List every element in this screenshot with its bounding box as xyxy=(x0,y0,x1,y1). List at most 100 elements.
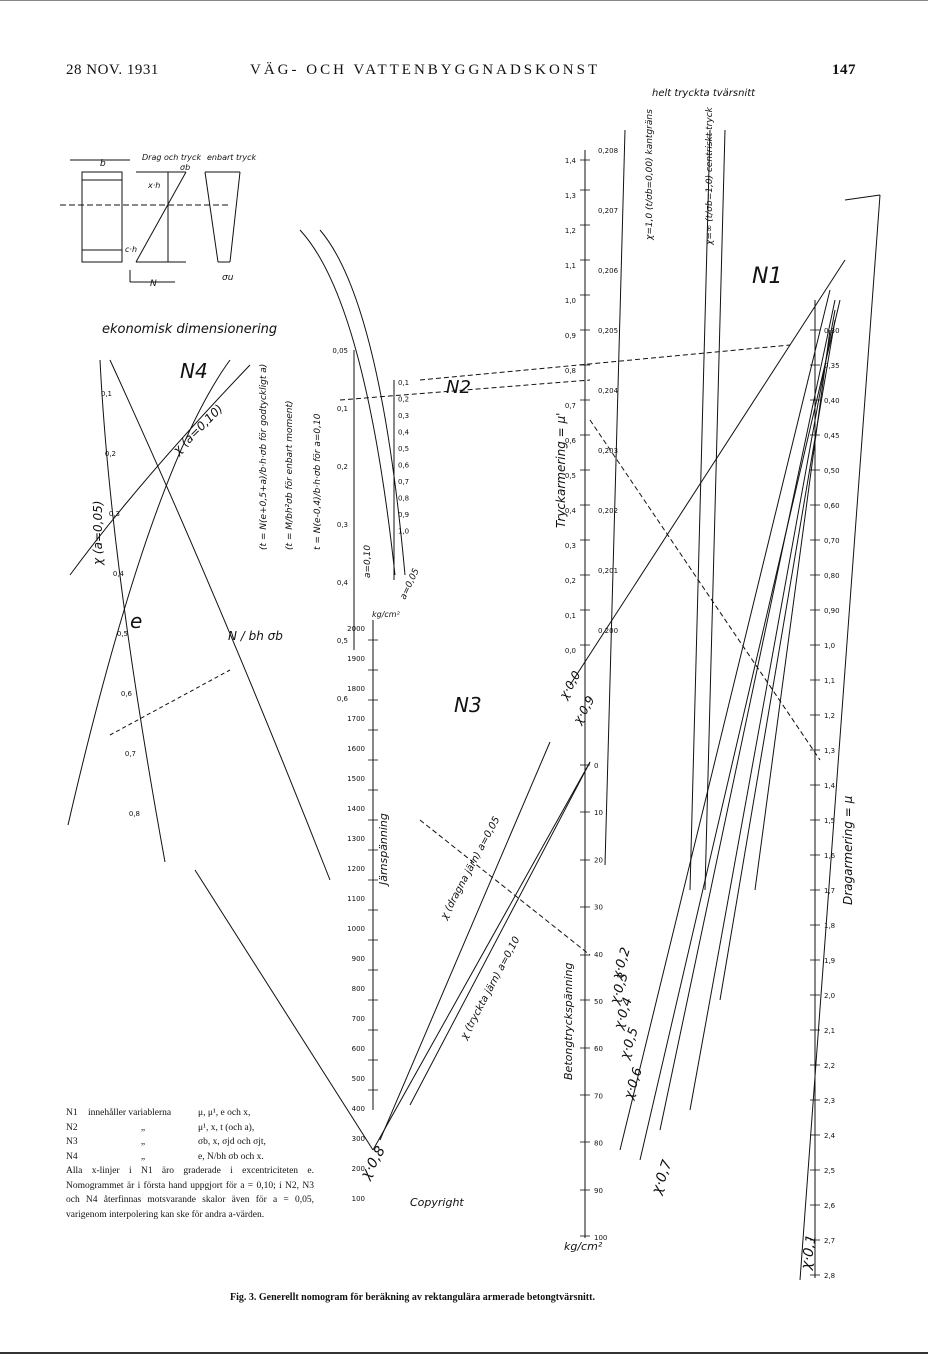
dragarmering-tick-label: 0,50 xyxy=(824,467,840,475)
dragarmering-tick-label: 1,9 xyxy=(824,957,835,965)
dragarmering-tick-label: 1,0 xyxy=(824,642,835,650)
label-chi-01: χ·0,1 xyxy=(798,1233,820,1271)
kantgrans-tick-label: 0,200 xyxy=(598,627,618,635)
label-n-bh-sigma: N / bh σb xyxy=(228,629,283,643)
n2-right-tick-label: 0,3 xyxy=(398,412,409,420)
jarn-tick-label: 1700 xyxy=(347,715,365,723)
note-line-n3: N3 „ σb, x, σjd och σjt, xyxy=(66,1135,314,1150)
dragarmering-tick-label: 2,4 xyxy=(824,1132,836,1140)
jarn-tick-label: 300 xyxy=(352,1135,365,1143)
jarn-tick-label: 100 xyxy=(352,1195,365,1203)
dragarmering-tick-label: 0,90 xyxy=(824,607,840,615)
label-jarnspanning: Järnspänning xyxy=(377,813,390,887)
dragarmering-tick-label: 2,3 xyxy=(824,1097,835,1105)
tick-labels: 1,41,31,21,11,00,90,80,70,60,50,40,30,20… xyxy=(101,147,840,1280)
betong-tick-label: 60 xyxy=(594,1045,603,1053)
n2-left-tick-label: 0,1 xyxy=(337,405,348,413)
n4-tick-label: 0,8 xyxy=(129,810,140,818)
n2-right-tick-label: 0,8 xyxy=(398,495,409,503)
jarn-tick-label: 1500 xyxy=(347,775,365,783)
label-centriskt: χ=∞ (t/σb=1,0) centriskt tryck xyxy=(705,106,715,246)
n4-tick-label: 0,4 xyxy=(113,570,125,578)
jarn-tick-label: 1100 xyxy=(347,895,365,903)
dragarmering-tick-label: 2,7 xyxy=(824,1237,835,1245)
n3-scales xyxy=(194,620,591,1238)
label-chi-09: χ·0,9 xyxy=(570,694,598,728)
kantgrans-tick-label: 0,206 xyxy=(598,267,619,275)
betong-tick-label: 30 xyxy=(594,904,603,912)
tryckarmering-tick-label: 1,2 xyxy=(565,227,576,235)
tryckarmering-tick-label: 0,6 xyxy=(565,437,577,445)
betong-tick-label: 20 xyxy=(594,856,603,864)
note-n4-vars: e, N/bh σb och x. xyxy=(198,1151,264,1162)
label-drag-och-tryck: Drag och tryck xyxy=(142,153,201,162)
dragarmering-tick-label: 1,6 xyxy=(824,852,836,860)
note-paragraph: Alla x-linjer i N1 äro graderade i excen… xyxy=(66,1166,314,1220)
note-n3-key: N3 xyxy=(66,1137,78,1147)
label-enbart-tryck: enbart tryck xyxy=(207,153,257,162)
dragarmering-tick-label: 1,4 xyxy=(824,782,836,790)
jarn-tick-label: 1200 xyxy=(347,865,365,873)
header-journal-title: VÄG- OCH VATTENBYGGNADSKONST xyxy=(250,62,601,78)
label-sigma-u: σu xyxy=(222,273,234,283)
n2-left-tick-label: 0,05 xyxy=(332,347,348,355)
n4-tick-label: 0,2 xyxy=(105,450,116,458)
header-date: 28 NOV. 1931 xyxy=(66,62,159,78)
note-n1-key: N1 xyxy=(66,1108,78,1118)
note-n2-ditto: „ xyxy=(140,1122,146,1133)
label-width-b: b xyxy=(100,159,106,169)
label-n2: N2 xyxy=(446,377,471,398)
dragarmering-tick-label: 0,35 xyxy=(824,362,840,370)
jarn-tick-label: 700 xyxy=(352,1015,365,1023)
label-t-formula-3: t = N(e-0,4)/b·h·σb för a=0,10 xyxy=(313,413,323,550)
jarn-tick-label: 600 xyxy=(352,1045,365,1053)
label-e: e xyxy=(130,609,142,633)
n2-left-tick-label: 0,3 xyxy=(337,521,348,529)
tryckarmering-tick-label: 0,0 xyxy=(565,647,576,655)
n2-right-tick-label: 0,4 xyxy=(398,429,410,437)
n2-left-tick-label: 0,4 xyxy=(337,579,349,587)
note-n2-key: N2 xyxy=(66,1122,78,1133)
label-force-n: N xyxy=(150,279,157,289)
label-chi-drag: χ (dragna järn) a=0,05 xyxy=(438,815,502,922)
note-n4-key: N4 xyxy=(66,1151,78,1162)
label-betongtryck: Betongtryckspänning xyxy=(562,963,575,1080)
kantgrans-tick-label: 0,207 xyxy=(598,207,618,215)
figure-caption: Fig. 3. Generellt nomogram för beräkning… xyxy=(230,1292,595,1303)
jarn-tick-label: 1400 xyxy=(347,805,365,813)
dragarmering-tick-label: 1,5 xyxy=(824,817,835,825)
label-kgcm2-bottom: kg/cm² xyxy=(564,1240,603,1253)
note-line-n2: N2 „ μ¹, x, t (och a), xyxy=(66,1121,314,1136)
label-chi-05: χ·0,5 xyxy=(617,1026,642,1062)
n2-left-tick-label: 0,5 xyxy=(337,637,348,645)
dragarmering-tick-label: 2,0 xyxy=(824,992,835,1000)
tryckarmering-tick-label: 1,4 xyxy=(565,157,577,165)
label-xh: x·h xyxy=(147,181,160,190)
tryckarmering-tick-label: 0,4 xyxy=(565,507,577,515)
jarn-tick-label: 200 xyxy=(352,1165,365,1173)
kantgrans-tick-label: 0,201 xyxy=(598,567,618,575)
jarn-tick-label: 2000 xyxy=(347,625,365,633)
dragarmering-tick-label: 0,45 xyxy=(824,432,840,440)
label-chi-06: χ·0,6 xyxy=(621,1066,646,1102)
n2-right-tick-label: 0,6 xyxy=(398,462,410,470)
jarn-tick-label: 1600 xyxy=(347,745,365,753)
note-n4-ditto: „ xyxy=(140,1151,146,1162)
betong-tick-label: 100 xyxy=(594,1234,607,1242)
note-n2-vars: μ¹, x, t (och a), xyxy=(198,1122,255,1133)
n4-tick-label: 0,5 xyxy=(117,630,128,638)
betong-tick-label: 90 xyxy=(594,1187,603,1195)
kantgrans-tick-label: 0,202 xyxy=(598,507,618,515)
label-dragarmering: Dragarmering = μ xyxy=(841,795,855,905)
tryckarmering-tick-label: 0,5 xyxy=(565,472,576,480)
label-kantgrans: χ=1,0 (t/σb=0,00) kantgräns xyxy=(645,109,655,241)
n2-left-tick-label: 0,2 xyxy=(337,463,348,471)
dragarmering-tick-label: 0,80 xyxy=(824,572,840,580)
dragarmering-tick-label: 1,7 xyxy=(824,887,835,895)
note-n1-verb: innehåller variablerna xyxy=(88,1108,172,1118)
dragarmering-tick-label: 2,6 xyxy=(824,1202,836,1210)
label-chi-a005: χ (a=0,05) xyxy=(91,501,105,566)
dragarmering-tick-label: 2,5 xyxy=(824,1167,835,1175)
dragarmering-tick-label: 2,2 xyxy=(824,1062,835,1070)
